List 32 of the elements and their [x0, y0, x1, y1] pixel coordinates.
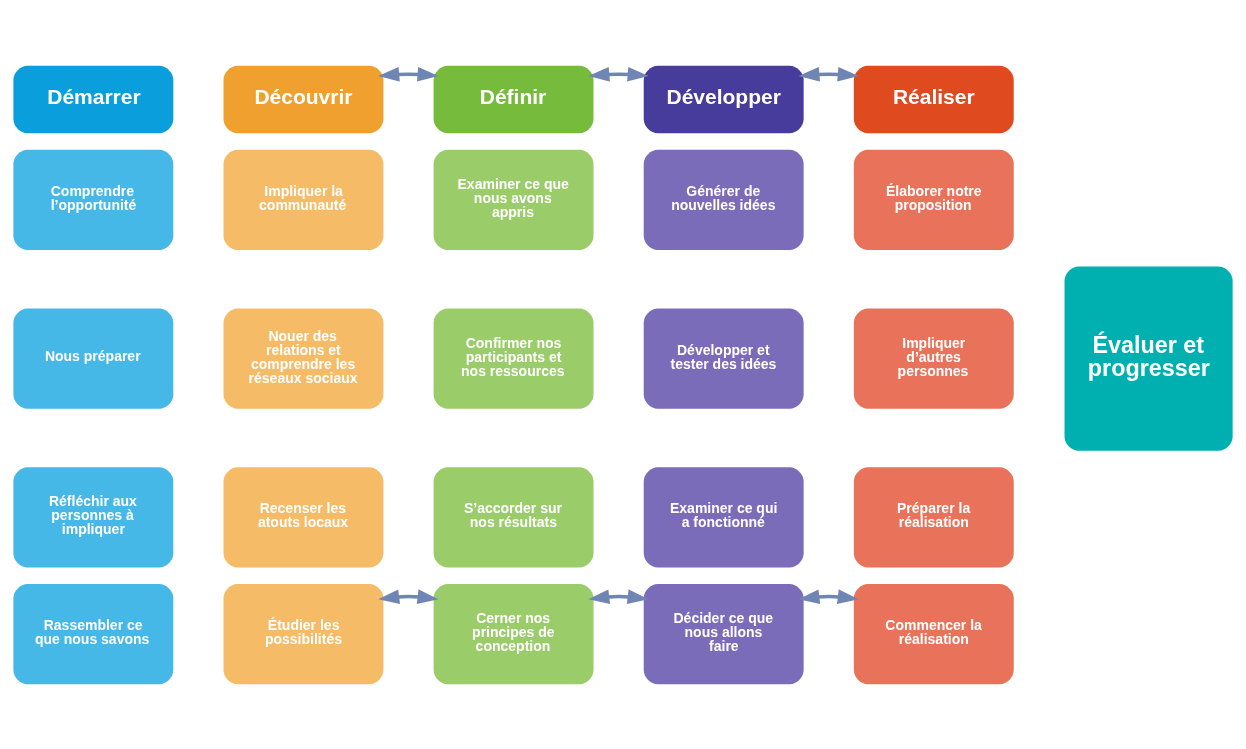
node-box: S’accorder sur nos résultats [433, 466, 594, 568]
node-box: Impliquer d’autres personnes [853, 307, 1014, 409]
node-box: Définir [433, 65, 594, 133]
arrow [378, 66, 439, 82]
node-box: Examiner ce qui a fonctionné [643, 466, 804, 568]
node-box: Cerner nos principes de conception [433, 583, 594, 684]
node-box: Nous préparer [13, 307, 174, 409]
node-box: Recenser les atouts locaux [223, 466, 384, 568]
arrow [588, 66, 649, 82]
node-box: Impliquer la communauté [223, 149, 384, 250]
node-box: Réfléchir aux personnes à impliquer [13, 466, 174, 568]
node-box: Démarrer [13, 65, 174, 133]
node-box: Commencer la réalisation [853, 583, 1014, 684]
node-box: Évaluer et progresser [1064, 265, 1233, 451]
arrow [798, 588, 859, 604]
arrow [378, 588, 439, 604]
arrow [798, 66, 859, 82]
node-box: Découvrir [223, 65, 384, 133]
node-box: Rassembler ce que nous savons [13, 583, 174, 684]
node-box: Réaliser [853, 65, 1014, 133]
node-box: Préparer la réalisation [853, 466, 1014, 568]
arrow [588, 588, 649, 604]
node-box: Examiner ce que nous avons appris [433, 149, 594, 250]
node-box: Développer [643, 65, 804, 133]
node-box: Étudier les possibilités [223, 583, 384, 684]
node-box: Confirmer nos participants et nos ressources [433, 307, 594, 409]
node-box: Développer et tester des idées [643, 307, 804, 409]
node-box: Élaborer notre proposition [853, 149, 1014, 250]
node-box: Générer de nouvelles idées [643, 149, 804, 250]
node-box: Comprendre l’opportunité [13, 149, 174, 250]
node-box: Décider ce que nous allons faire [643, 583, 804, 684]
node-box: Nouer des relations et comprendre les réseaux sociaux [223, 307, 384, 409]
